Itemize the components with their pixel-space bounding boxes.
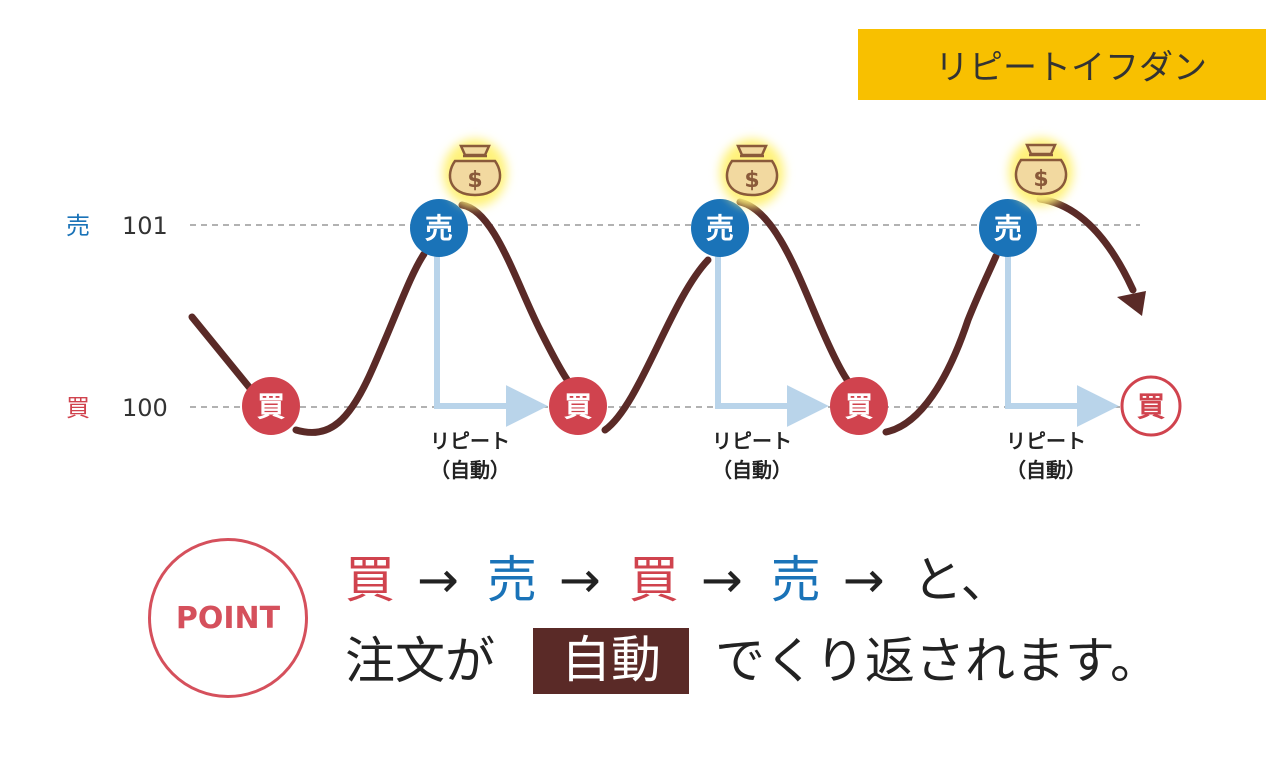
svg-text:（自動）: （自動）: [712, 458, 792, 482]
sell-price-label: 101: [122, 212, 168, 240]
svg-text:リピート: リピート: [430, 429, 510, 453]
message-token-plain: と、: [912, 551, 1011, 609]
moneybag-icon: $: [1009, 138, 1073, 206]
svg-text:買: 買: [564, 390, 592, 423]
buy-axis-label: 買: [66, 394, 90, 422]
repeat-arrow: [1005, 256, 1119, 427]
message-token-arrow: →: [842, 551, 885, 609]
curve-arrowhead: [1117, 291, 1146, 316]
dollar-sign-icon: $: [1033, 167, 1048, 192]
point-badge: POINT: [148, 538, 308, 698]
svg-text:買: 買: [1137, 390, 1165, 423]
buy-marker: 買: [830, 377, 888, 435]
message-token-arrow: →: [700, 551, 743, 609]
message-token-buy: 買: [628, 551, 679, 609]
sell-marker: 売: [979, 199, 1037, 257]
svg-text:売: 売: [425, 212, 453, 245]
message-token-arrow: →: [417, 551, 459, 609]
svg-text:売: 売: [706, 212, 734, 245]
message-token-buy: 買: [345, 551, 395, 609]
message-suffix: でくり返されます。: [715, 632, 1160, 690]
svg-text:売: 売: [994, 212, 1022, 245]
svg-text:買: 買: [257, 390, 285, 423]
buy-marker: 買: [242, 377, 300, 435]
message-token-arrow: →: [558, 551, 601, 609]
buy-marker-pending: 買: [1120, 375, 1182, 437]
buy-marker: 買: [549, 377, 607, 435]
sell-axis-label: 売: [66, 212, 90, 240]
dollar-sign-icon: $: [467, 168, 482, 193]
message-token-sell: 売: [770, 551, 821, 609]
repeat-label: リピート （自動）: [712, 429, 792, 482]
price-curve: [188, 195, 1137, 436]
sell-marker: 売: [691, 199, 749, 257]
repeat-arrow: [434, 256, 548, 427]
message-prefix: 注文が: [345, 632, 495, 690]
moneybag-icon: $: [443, 139, 507, 207]
svg-text:（自動）: （自動）: [1006, 458, 1086, 482]
repeat-arrow: [715, 256, 829, 427]
svg-text:買: 買: [845, 390, 873, 423]
svg-text:（自動）: （自動）: [430, 458, 510, 482]
dollar-sign-icon: $: [744, 168, 759, 193]
buy-price-label: 100: [122, 394, 168, 422]
auto-message: 注文が 自動 でくり返されます。: [345, 628, 1160, 694]
repeat-label: リピート （自動）: [430, 429, 510, 482]
moneybag-icon: $: [720, 139, 784, 207]
auto-highlight: 自動: [533, 628, 689, 694]
svg-text:リピート: リピート: [1006, 429, 1086, 453]
svg-text:リピート: リピート: [712, 429, 792, 453]
flow-message: 買→売→買→売→と、: [345, 555, 1011, 605]
sell-marker: 売: [410, 199, 468, 257]
title-badge: リピートイフダン: [858, 29, 1266, 100]
repeat-label: リピート （自動）: [1006, 429, 1086, 482]
message-token-sell: 売: [486, 551, 537, 609]
